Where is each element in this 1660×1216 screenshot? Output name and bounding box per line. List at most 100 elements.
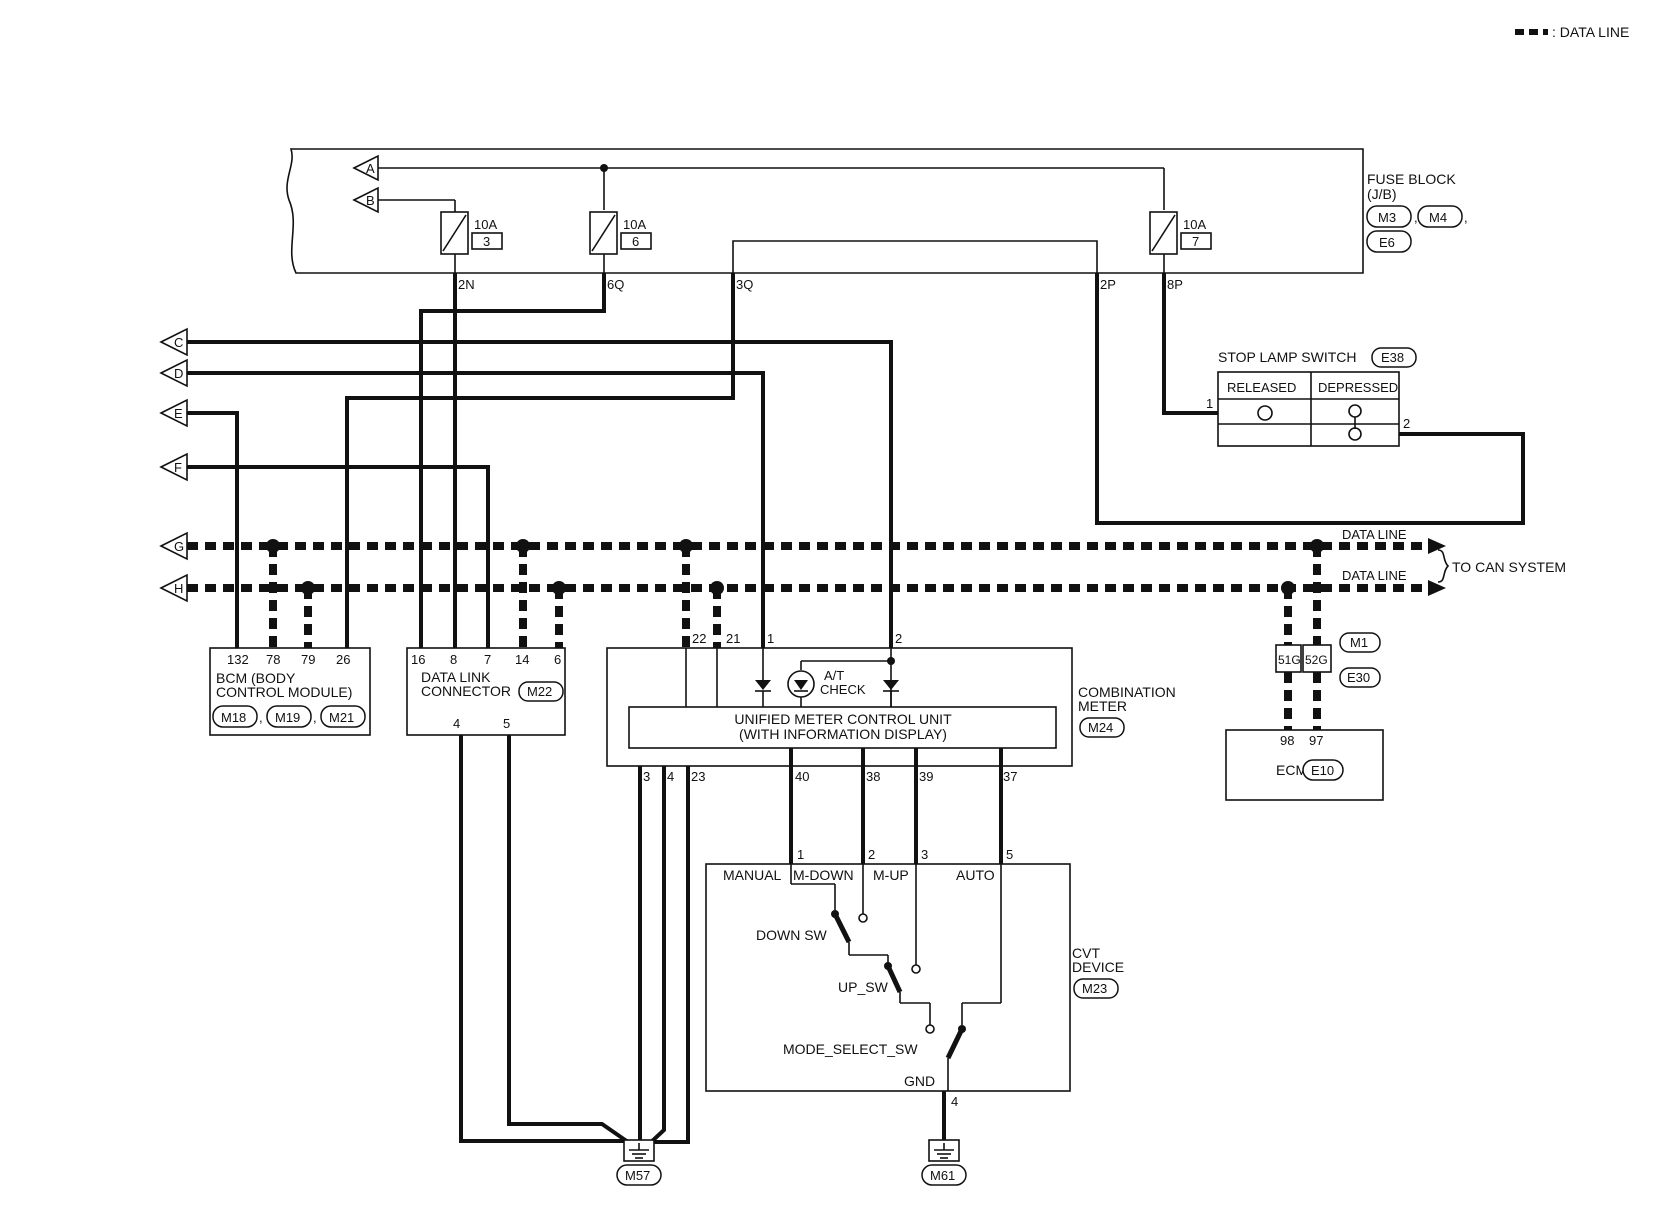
data-link-connector: 16 8 7 14 6 DATA LINK CONNECTOR M22 4 5	[406, 647, 566, 736]
svg-text:132: 132	[227, 652, 249, 667]
meter-to-cvt-wires	[789, 748, 1003, 864]
svg-text:2: 2	[868, 847, 875, 862]
svg-text:CHECK: CHECK	[820, 682, 866, 697]
terminal-8p: 8P	[1167, 277, 1183, 292]
svg-text:1: 1	[767, 631, 774, 646]
svg-text:6: 6	[554, 652, 561, 667]
svg-text:37: 37	[1003, 769, 1017, 784]
ground-m57-label: M57	[625, 1168, 650, 1183]
svg-text:4: 4	[667, 769, 674, 784]
data-line-g-label: DATA LINE	[1342, 527, 1407, 542]
svg-text:M18: M18	[221, 710, 246, 725]
svg-text:40: 40	[795, 769, 809, 784]
svg-text:10A: 10A	[623, 217, 646, 232]
terminal-6q: 6Q	[607, 277, 624, 292]
combination-meter-title-2: METER	[1078, 698, 1127, 714]
terminal-2p: 2P	[1100, 277, 1116, 292]
svg-text:2: 2	[895, 631, 902, 646]
svg-text:3: 3	[643, 769, 650, 784]
fuse-3: 10A 3	[440, 211, 503, 273]
to-can-system: TO CAN SYSTEM	[1452, 559, 1566, 575]
stop-lamp-switch: STOP LAMP SWITCH E38 RELEASED DEPRESSED …	[1206, 347, 1417, 447]
svg-text:14: 14	[515, 652, 529, 667]
svg-text:G: G	[174, 539, 184, 554]
auto-label: AUTO	[956, 867, 995, 883]
svg-text:10A: 10A	[1183, 217, 1206, 232]
ground-wires-m57	[459, 735, 690, 1147]
svg-text:21: 21	[726, 631, 740, 646]
terminal-g: G	[159, 531, 188, 561]
svg-text:A/T: A/T	[824, 668, 844, 683]
fuse-6: 10A 6	[589, 211, 652, 273]
connector-m4: M4	[1429, 210, 1447, 225]
svg-text:5: 5	[503, 716, 510, 731]
svg-text:3: 3	[483, 234, 490, 249]
released-label: RELEASED	[1227, 380, 1296, 395]
svg-text:M19: M19	[275, 710, 300, 725]
ecm-label: ECM	[1276, 762, 1307, 778]
svg-text:UP_SW: UP_SW	[838, 979, 889, 995]
gnd-label: GND	[904, 1073, 935, 1089]
svg-text:2: 2	[1403, 416, 1410, 431]
terminal-2n: 2N	[458, 277, 475, 292]
svg-text:6: 6	[632, 234, 639, 249]
svg-text:52G: 52G	[1305, 653, 1328, 667]
svg-text:23: 23	[691, 769, 705, 784]
svg-text:97: 97	[1309, 733, 1323, 748]
dlc-label-line1: DATA LINK	[421, 669, 491, 685]
stop-lamp-switch-title: STOP LAMP SWITCH	[1218, 349, 1356, 365]
svg-text:7: 7	[1192, 234, 1199, 249]
svg-text:M24: M24	[1088, 720, 1113, 735]
svg-text:4: 4	[453, 716, 460, 731]
svg-text:10A: 10A	[474, 217, 497, 232]
m-down-label: M-DOWN	[793, 867, 854, 883]
fuse-7: 10A 7	[1149, 211, 1212, 273]
svg-text:DOWN SW: DOWN SW	[756, 927, 828, 943]
depressed-label: DEPRESSED	[1318, 380, 1398, 395]
svg-text:7: 7	[484, 652, 491, 667]
fuse-block-subtitle: (J/B)	[1367, 186, 1397, 202]
m-up-label: M-UP	[873, 867, 909, 883]
bcm-label-line2: CONTROL MODULE)	[216, 684, 352, 700]
ground-m57: M57	[616, 1139, 662, 1186]
legend: : DATA LINE	[1515, 24, 1629, 40]
ground-m61: M61	[921, 1139, 967, 1186]
ground-m61-label: M61	[930, 1168, 955, 1183]
svg-text:M23: M23	[1082, 981, 1107, 996]
svg-text:38: 38	[866, 769, 880, 784]
data-lines: DATA LINE DATA LINE TO CAN SYSTEM	[187, 527, 1566, 648]
svg-text:5: 5	[1006, 847, 1013, 862]
terminal-3q: 3Q	[736, 277, 753, 292]
svg-text:D: D	[174, 366, 183, 381]
cvt-device: 1 2 3 5 MANUAL M-DOWN M-UP AUTO DOWN SW	[705, 847, 1124, 1109]
svg-text:78: 78	[266, 652, 280, 667]
svg-text:22: 22	[692, 631, 706, 646]
cvt-device-title-2: DEVICE	[1072, 959, 1124, 975]
svg-text:,: ,	[1414, 210, 1418, 225]
svg-text:1: 1	[1206, 396, 1213, 411]
svg-text:,: ,	[259, 710, 263, 725]
fuse-block: FUSE BLOCK (J/B) M3 , M4 , E6 10A 3	[286, 148, 1468, 292]
unit-label-line2: (WITH INFORMATION DISPLAY)	[739, 726, 947, 742]
down-switch: DOWN SW	[756, 910, 889, 963]
terminal-d: D	[159, 358, 188, 388]
fuse-block-title: FUSE BLOCK	[1367, 171, 1456, 187]
svg-text:A: A	[366, 161, 375, 176]
terminal-e: E	[159, 398, 188, 428]
manual-label: MANUAL	[723, 867, 782, 883]
svg-text:39: 39	[919, 769, 933, 784]
svg-text:B: B	[366, 193, 375, 208]
terminal-f: F	[159, 452, 188, 482]
svg-text:E: E	[174, 406, 183, 421]
svg-text:,: ,	[313, 710, 317, 725]
unit-label-line1: UNIFIED METER CONTROL UNIT	[734, 711, 952, 727]
legend-text: : DATA LINE	[1552, 24, 1629, 40]
svg-text:H: H	[174, 581, 183, 596]
bcm-label-line1: BCM (BODY	[216, 670, 296, 686]
dlc-label-line2: CONNECTOR	[421, 683, 511, 699]
svg-text:3: 3	[921, 847, 928, 862]
svg-text:16: 16	[411, 652, 425, 667]
terminal-a: A	[352, 154, 379, 182]
terminal-c: C	[159, 327, 188, 357]
